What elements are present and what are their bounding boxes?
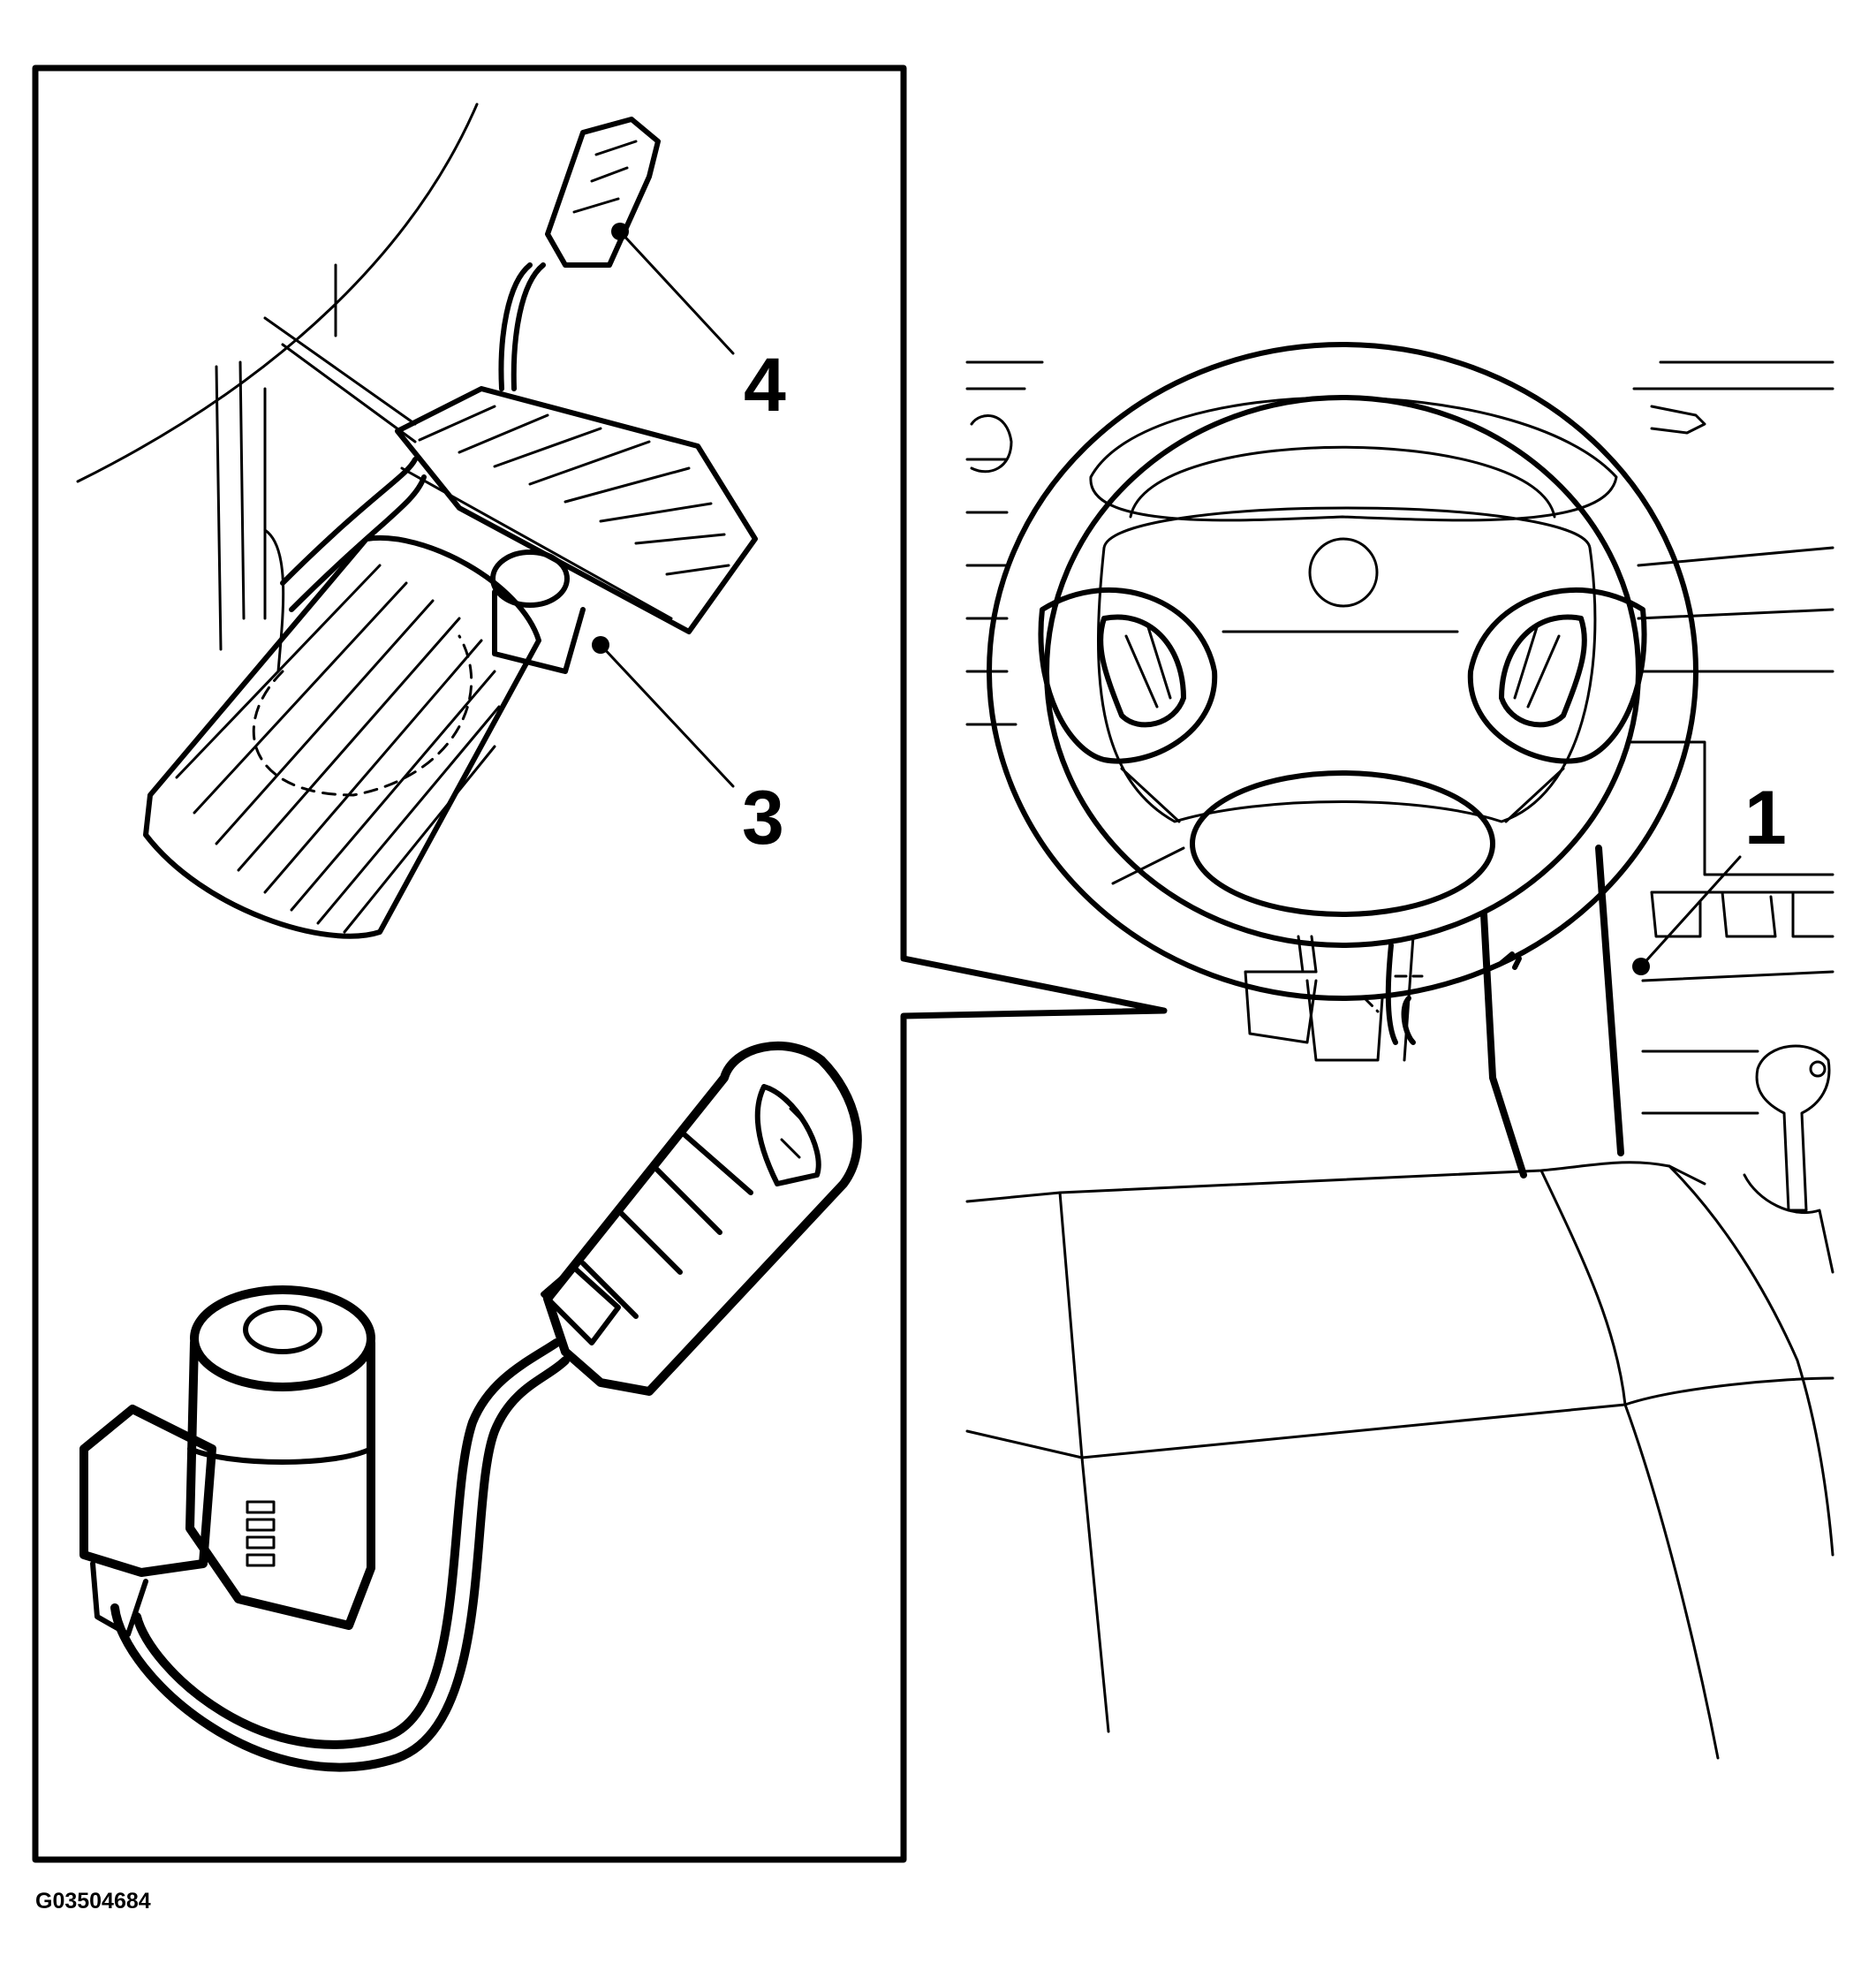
gear-lever (1743, 1044, 1834, 1274)
steering-wheel-upper-spoke (1089, 396, 1618, 522)
switch-cable-inner (132, 1338, 561, 1749)
steering-wheel-rim-inner (1044, 395, 1641, 948)
steering-wheel-rim-outer (987, 342, 1698, 1001)
accelerator-in-cabin (1499, 951, 1522, 970)
detail-frame (32, 64, 1168, 1863)
cabin-view (965, 342, 1834, 1760)
horn-emblem (1308, 537, 1379, 608)
connector-large (541, 1041, 862, 1396)
switch-cable (110, 1356, 570, 1772)
callout-1: 1 (1632, 776, 1787, 975)
callout-4-leader (618, 230, 735, 355)
switch-body (185, 1285, 375, 1630)
pedal-arm (280, 457, 427, 612)
callout-3: 3 (592, 636, 784, 860)
callout-1-label: 1 (1744, 776, 1787, 860)
dash-center-stack (1641, 890, 1834, 1115)
driver-seat (965, 1161, 1834, 1760)
steering-left-controls (1038, 587, 1218, 764)
switch-vent-slots (246, 1500, 276, 1567)
callout-3-label: 3 (742, 776, 784, 860)
inset-switch-component (79, 1041, 862, 1772)
switch-plug-housing (79, 1405, 216, 1637)
callout-4: 4 (611, 223, 786, 428)
callout-4-label: 4 (744, 343, 786, 428)
accelerator-pedal (395, 386, 758, 634)
steering-wheel (987, 342, 1698, 1001)
callout-3-leader (599, 643, 735, 788)
callout-1-leader (1639, 855, 1742, 968)
brake-pedal-in-cabin (1244, 935, 1318, 1044)
brake-pedal (143, 528, 541, 939)
connector-small-wire (498, 262, 546, 391)
figure-id: G03504684 (35, 1889, 151, 1914)
console-right-edge (1595, 845, 1624, 1156)
dash-vent-left (970, 413, 1013, 474)
steering-right-controls (1467, 587, 1647, 764)
steering-lower-pad (1190, 770, 1495, 917)
inset-pedal-view (76, 102, 758, 939)
switch-on-pedal (490, 549, 586, 674)
floor-panel-edge (76, 102, 479, 483)
connector-small (498, 117, 661, 391)
pedal-bracket (215, 263, 417, 651)
console-left-edge (1480, 911, 1527, 1178)
